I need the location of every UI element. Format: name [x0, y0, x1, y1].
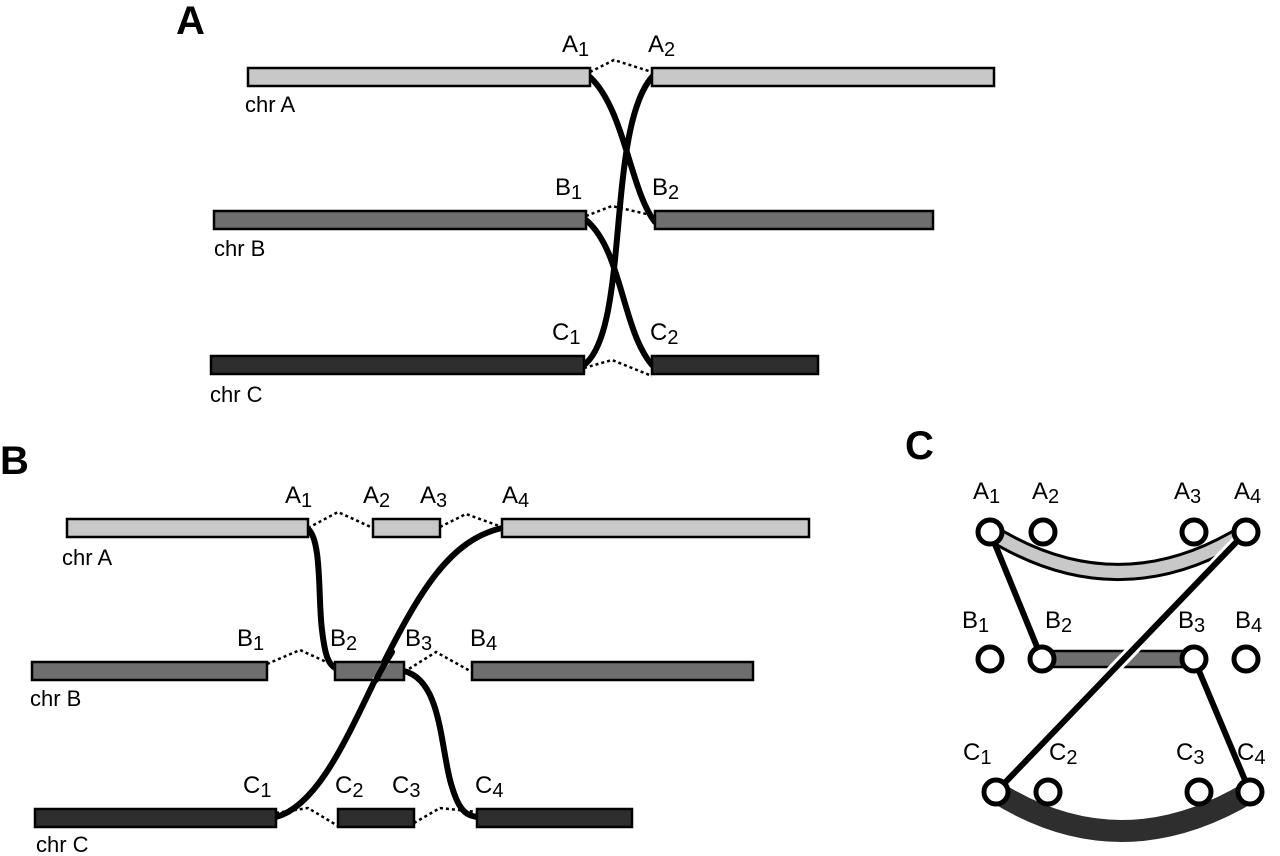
- panel-c-label-c4: C4: [1237, 739, 1265, 769]
- panel-b: B chr A chr B chr C A1 A2 A3 A4: [0, 439, 811, 856]
- panel-b-adjacency-a12: [307, 510, 374, 530]
- panel-c-node-b4: [1231, 644, 1261, 674]
- panel-b-crossing-overlay: [373, 649, 395, 683]
- panel-a-adjacency-c: [583, 358, 653, 378]
- panel-b-label-b1: B1: [237, 625, 264, 655]
- panel-b-adjacency-c34: [413, 806, 478, 825]
- panel-b-chr-c-label: chr C: [36, 832, 89, 856]
- panel-a-label-b2: B2: [652, 174, 679, 204]
- panel-c-node-b1: [975, 644, 1005, 674]
- panel-c-label-b1: B1: [962, 607, 989, 637]
- panel-c-node-a4: [1231, 517, 1261, 547]
- panel-c-label: C: [905, 424, 934, 468]
- panel-a-label-b1: B1: [555, 174, 582, 204]
- panel-a-label: A: [176, 0, 205, 43]
- panel-c: C A1 A2 A3 A4 B1 B2 B3: [905, 424, 1265, 842]
- panel-a-chr-b-label: chr B: [214, 236, 265, 261]
- panel-b-label-c1: C1: [243, 772, 271, 802]
- panel-b-link-a1-b2: [305, 526, 340, 672]
- panel-c-label-a2: A2: [1032, 478, 1059, 508]
- panel-b-chr-b-segment-1: [30, 660, 269, 682]
- panel-c-label-c3: C3: [1176, 739, 1204, 769]
- panel-b-label-c4: C4: [475, 772, 503, 802]
- panel-c-label-b2: B2: [1045, 607, 1072, 637]
- panel-a-chr-c-label: chr C: [210, 382, 263, 407]
- panel-b-chr-b-segment-2: [333, 660, 406, 682]
- panel-a-chr-c-left-segment: [209, 354, 586, 376]
- panel-a-chr-a-label: chr A: [245, 92, 295, 117]
- panel-b-chr-b-segment-3: [470, 660, 755, 682]
- panel-c-label-a1: A1: [973, 478, 1000, 508]
- panel-b-label-b4: B4: [470, 625, 497, 655]
- panel-b-chr-c-segment-2: [336, 807, 416, 829]
- panel-b-adjacency-b34: [403, 650, 473, 674]
- panel-b-adjacency-a34: [439, 512, 503, 529]
- panel-a-chr-b-left-segment: [212, 209, 588, 231]
- panel-c-node-c1: [981, 777, 1011, 807]
- panel-b-chr-a-segment-1: [65, 517, 310, 539]
- panel-c-node-c4: [1235, 777, 1265, 807]
- panel-b-label-a2: A2: [363, 482, 390, 512]
- panel-b-chr-a-segment-3: [500, 517, 811, 539]
- panel-c-chr-a-arc: [986, 526, 1250, 578]
- panel-a-chr-a-left-segment: [246, 66, 592, 88]
- panel-b-label-c3: C3: [392, 772, 420, 802]
- panel-c-node-c2: [1033, 777, 1063, 807]
- panel-b-link-b3-c4: [401, 668, 480, 820]
- panel-a-label-c1: C1: [552, 319, 580, 349]
- panel-b-label-b3: B3: [405, 625, 432, 655]
- panel-a-chr-a-right-segment: [650, 66, 996, 88]
- panel-a-link-c1-a2: [581, 74, 655, 368]
- panel-c-link-a1-b2: [987, 530, 1045, 661]
- panel-b-label: B: [0, 439, 29, 483]
- panel-c-label-b3: B3: [1178, 607, 1205, 637]
- panel-b-chr-b-label: chr B: [30, 686, 81, 711]
- panel-c-node-c3: [1184, 777, 1214, 807]
- panel-c-label-b4: B4: [1235, 607, 1262, 637]
- panel-a-label-c2: C2: [650, 319, 678, 349]
- panel-b-chr-a-segment-2: [371, 517, 442, 539]
- panel-a-link-b1-c2: [583, 217, 655, 368]
- panel-b-label-a3: A3: [420, 482, 447, 512]
- panel-c-chr-c-arc: [990, 782, 1256, 842]
- panel-c-label-c1: C1: [963, 739, 991, 769]
- panel-c-node-a3: [1179, 517, 1209, 547]
- panel-b-chr-c-segment-3: [475, 807, 634, 829]
- panel-a-chr-c-right-segment: [650, 354, 820, 376]
- panel-b-adjacency-b12: [266, 648, 336, 668]
- panel-c-label-a3: A3: [1174, 478, 1201, 508]
- panel-c-node-b3: [1179, 644, 1209, 674]
- panel-c-label-a4: A4: [1234, 478, 1261, 508]
- panel-b-label-b2: B2: [330, 625, 357, 655]
- panel-a-adjacency-a: [589, 58, 653, 74]
- panel-b-label-a4: A4: [502, 482, 529, 512]
- panel-b-adjacency-c12: [275, 806, 339, 828]
- panel-a-label-a1: A1: [562, 31, 589, 61]
- panel-c-label-c2: C2: [1049, 739, 1077, 769]
- panel-c-node-b2: [1027, 644, 1057, 674]
- panel-c-link-a4-c1: [993, 529, 1249, 795]
- panel-c-node-a1: [975, 517, 1005, 547]
- panel-c-link-b3-c4: [1191, 657, 1253, 794]
- panel-b-chr-c-segment-1: [33, 807, 278, 829]
- panel-a-chr-b-right-segment: [653, 209, 935, 231]
- panel-a-label-a2: A2: [648, 31, 675, 61]
- panel-b-label-c2: C2: [335, 772, 363, 802]
- panel-a: A chr A chr B chr C A1 A2 B1 B2 C1 C2: [176, 0, 996, 407]
- panel-c-node-a2: [1028, 517, 1058, 547]
- panel-b-label-a1: A1: [285, 482, 312, 512]
- panel-b-chr-a-label: chr A: [62, 545, 112, 570]
